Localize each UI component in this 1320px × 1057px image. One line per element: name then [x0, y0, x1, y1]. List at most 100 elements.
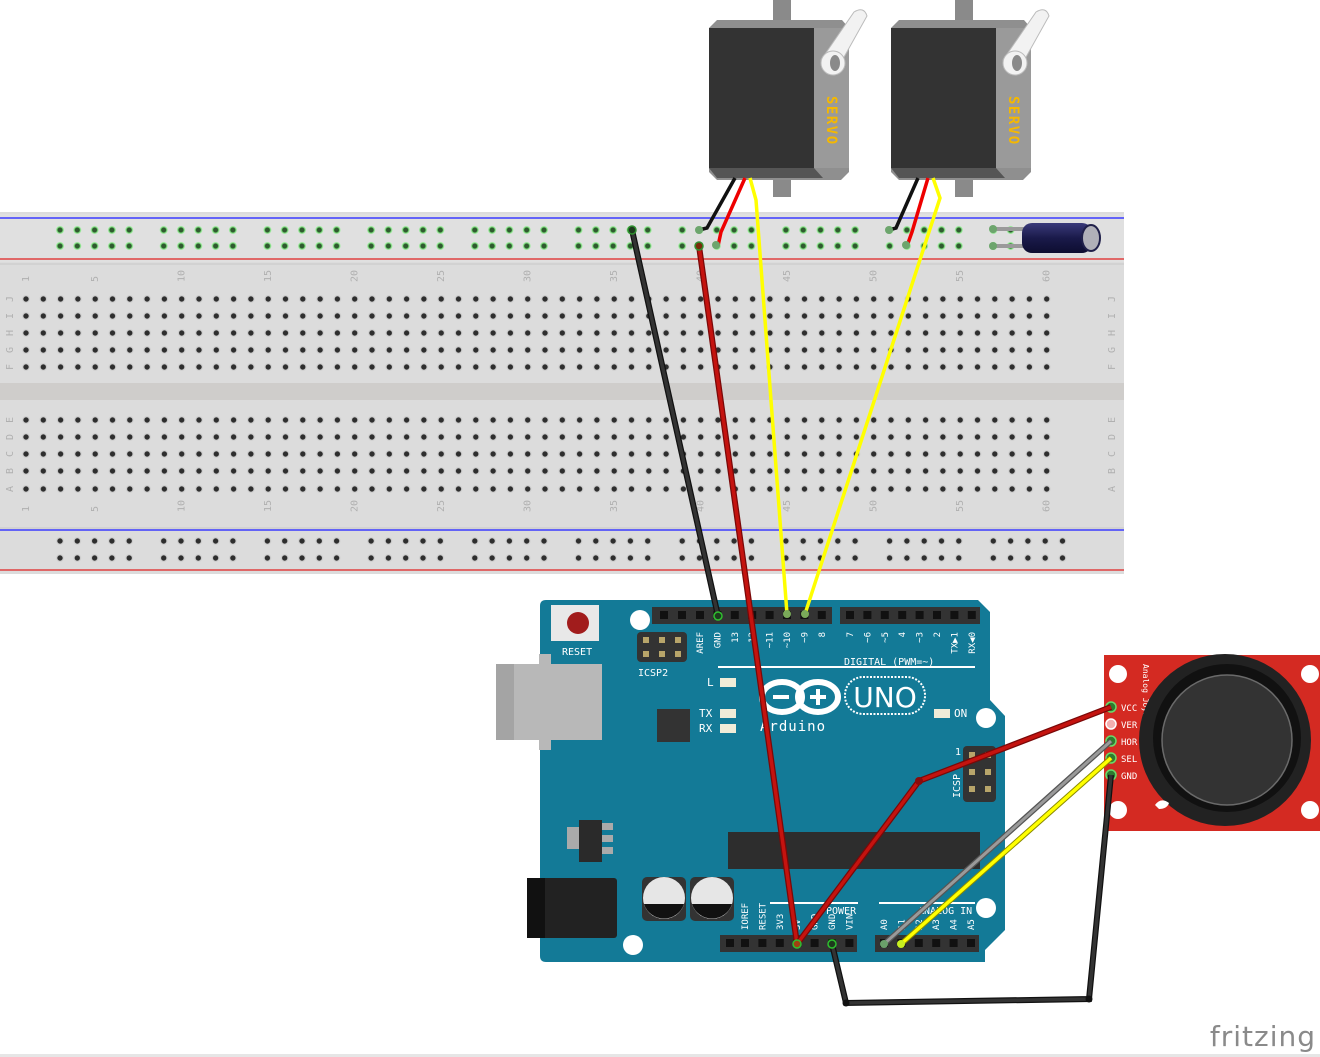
breadboard-hole[interactable]	[229, 415, 238, 425]
breadboard-hole[interactable]	[488, 415, 498, 425]
breadboard-hole[interactable]	[852, 484, 861, 494]
breadboard-hole[interactable]	[644, 449, 653, 459]
power-rail-hole[interactable]	[1058, 536, 1067, 546]
breadboard-hole[interactable]	[575, 484, 584, 494]
breadboard-hole[interactable]	[91, 345, 100, 355]
breadboard-hole[interactable]	[886, 449, 896, 459]
power-rail-hole[interactable]	[678, 553, 687, 563]
header-pin[interactable]	[741, 939, 749, 947]
breadboard-hole[interactable]	[540, 484, 550, 494]
breadboard-hole[interactable]	[1025, 328, 1034, 338]
breadboard-hole[interactable]	[558, 484, 567, 494]
breadboard-hole[interactable]	[506, 449, 515, 459]
breadboard-hole[interactable]	[246, 328, 256, 338]
power-rail-hole[interactable]	[228, 536, 238, 546]
breadboard-hole[interactable]	[246, 484, 256, 494]
breadboard-hole[interactable]	[212, 328, 221, 338]
breadboard-hole[interactable]	[246, 294, 256, 304]
breadboard-hole[interactable]	[194, 345, 204, 355]
breadboard-hole[interactable]	[765, 294, 775, 304]
power-rail-hole[interactable]	[729, 536, 739, 546]
breadboard-hole[interactable]	[108, 311, 117, 321]
breadboard-hole[interactable]	[973, 311, 982, 321]
joystick-pin[interactable]	[1105, 718, 1117, 730]
breadboard-hole[interactable]	[575, 432, 584, 442]
power-rail-hole[interactable]	[574, 536, 583, 546]
breadboard-hole[interactable]	[385, 311, 394, 321]
breadboard-hole[interactable]	[575, 311, 584, 321]
breadboard-hole[interactable]	[471, 311, 480, 321]
breadboard-hole[interactable]	[558, 449, 567, 459]
servo1-signal-to-pin10[interactable]	[748, 177, 789, 615]
breadboard-hole[interactable]	[39, 311, 48, 321]
power-rail-hole[interactable]	[263, 536, 272, 546]
power-rail-hole[interactable]	[850, 536, 860, 546]
breadboard-hole[interactable]	[471, 432, 480, 442]
breadboard-hole[interactable]	[834, 449, 844, 459]
breadboard-hole[interactable]	[540, 311, 550, 321]
power-rail-hole[interactable]	[297, 553, 307, 563]
breadboard-hole[interactable]	[627, 362, 636, 372]
power-rail-hole[interactable]	[332, 536, 341, 546]
breadboard-hole[interactable]	[125, 432, 134, 442]
breadboard-hole[interactable]	[886, 362, 896, 372]
power-rail-hole[interactable]	[591, 536, 600, 546]
breadboard-hole[interactable]	[696, 415, 705, 425]
breadboard-hole[interactable]	[419, 345, 429, 355]
power-rail-hole[interactable]	[505, 225, 514, 235]
breadboard-hole[interactable]	[869, 362, 878, 372]
breadboard-hole[interactable]	[454, 449, 463, 459]
breadboard-hole[interactable]	[142, 294, 152, 304]
breadboard-hole[interactable]	[437, 449, 446, 459]
breadboard-hole[interactable]	[437, 466, 446, 476]
breadboard-hole[interactable]	[523, 362, 532, 372]
header-pin[interactable]	[775, 939, 784, 947]
breadboard-hole[interactable]	[748, 432, 757, 442]
breadboard-hole[interactable]	[350, 484, 359, 494]
breadboard-hole[interactable]	[558, 311, 567, 321]
breadboard-hole[interactable]	[264, 294, 273, 304]
breadboard-hole[interactable]	[973, 362, 982, 372]
power-rail-hole[interactable]	[799, 241, 808, 251]
breadboard-hole[interactable]	[73, 466, 83, 476]
breadboard-hole[interactable]	[731, 415, 740, 425]
breadboard-hole[interactable]	[973, 432, 982, 442]
breadboard-hole[interactable]	[21, 345, 31, 355]
breadboard-hole[interactable]	[419, 432, 429, 442]
breadboard-hole[interactable]	[1042, 294, 1051, 304]
breadboard-hole[interactable]	[956, 449, 965, 459]
breadboard-hole[interactable]	[264, 328, 273, 338]
breadboard-hole[interactable]	[419, 449, 429, 459]
breadboard-hole[interactable]	[852, 311, 861, 321]
power-rail-hole[interactable]	[263, 553, 272, 563]
breadboard-hole[interactable]	[281, 345, 290, 355]
breadboard-hole[interactable]	[800, 415, 809, 425]
breadboard-hole[interactable]	[21, 328, 31, 338]
power-rail-hole[interactable]	[799, 225, 808, 235]
power-rail-hole[interactable]	[1023, 536, 1033, 546]
breadboard-hole[interactable]	[488, 311, 498, 321]
breadboard-hole[interactable]	[56, 294, 65, 304]
breadboard-hole[interactable]	[350, 466, 359, 476]
breadboard-hole[interactable]	[973, 449, 982, 459]
power-rail-hole[interactable]	[176, 241, 186, 251]
breadboard-hole[interactable]	[281, 415, 290, 425]
breadboard-hole[interactable]	[177, 466, 186, 476]
breadboard-hole[interactable]	[506, 328, 515, 338]
power-rail-hole[interactable]	[315, 225, 324, 235]
breadboard-hole[interactable]	[350, 415, 359, 425]
breadboard-hole[interactable]	[644, 466, 653, 476]
breadboard-hole[interactable]	[39, 484, 48, 494]
breadboard-hole[interactable]	[661, 449, 671, 459]
breadboard-hole[interactable]	[661, 466, 671, 476]
breadboard-hole[interactable]	[869, 449, 878, 459]
breadboard-hole[interactable]	[298, 484, 307, 494]
breadboard-hole[interactable]	[506, 294, 515, 304]
breadboard-hole[interactable]	[938, 449, 948, 459]
breadboard-hole[interactable]	[385, 466, 394, 476]
power-rail-hole[interactable]	[366, 536, 376, 546]
breadboard-hole[interactable]	[644, 484, 653, 494]
header-pin[interactable]	[915, 611, 924, 619]
breadboard-hole[interactable]	[558, 415, 567, 425]
breadboard-hole[interactable]	[56, 432, 65, 442]
